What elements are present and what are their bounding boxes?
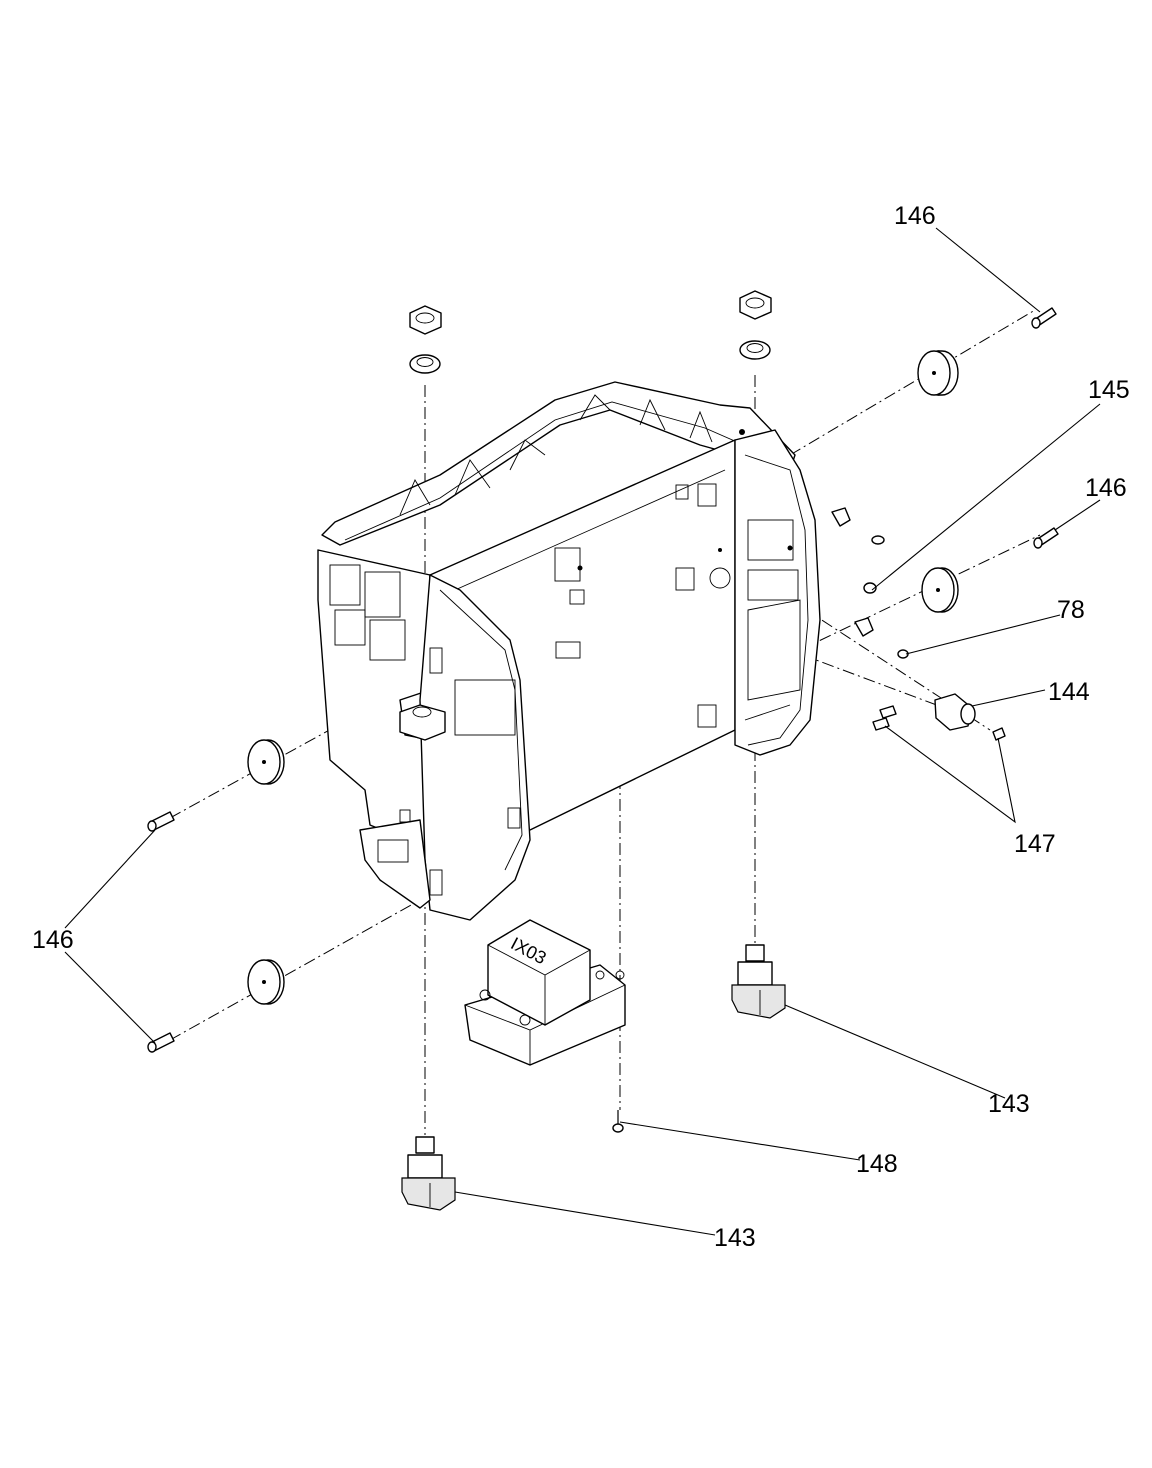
callout-143-left: 143 bbox=[714, 1224, 756, 1252]
rubber-disc-upper-left bbox=[247, 739, 285, 785]
washer-left bbox=[409, 354, 441, 374]
foot-143-left bbox=[401, 1136, 456, 1211]
foot-143-right bbox=[731, 944, 786, 1019]
washer-right bbox=[739, 340, 771, 360]
screw-145 bbox=[863, 582, 877, 594]
electronic-module: IX03 bbox=[464, 919, 626, 1066]
chassis-frame bbox=[317, 381, 874, 921]
cap-screw-mid-right bbox=[1033, 527, 1059, 549]
screw-right-upper bbox=[871, 535, 885, 545]
callout-146-left: 146 bbox=[32, 926, 74, 954]
cap-screw-upper-left bbox=[147, 811, 175, 832]
callout-145: 145 bbox=[1088, 376, 1130, 404]
rubber-disc-lower-left bbox=[247, 959, 285, 1005]
part-144-knob bbox=[934, 693, 976, 731]
rubber-disc-mid-right bbox=[921, 567, 959, 613]
hex-nut-left bbox=[409, 305, 442, 335]
callout-146-top-right: 146 bbox=[894, 202, 936, 230]
callout-labels: 146 145 146 78 144 147 146 143 148 143 bbox=[32, 202, 1130, 1252]
hex-nut-right bbox=[739, 290, 772, 320]
callout-146-mid-right: 146 bbox=[1085, 474, 1127, 502]
screw-148 bbox=[612, 1110, 624, 1133]
leader-lines bbox=[64, 227, 1101, 1236]
callout-147: 147 bbox=[1014, 830, 1056, 858]
callout-144: 144 bbox=[1048, 678, 1090, 706]
rubber-disc-top-right bbox=[917, 350, 959, 396]
callout-143-right: 143 bbox=[988, 1090, 1030, 1118]
callout-148: 148 bbox=[856, 1150, 898, 1178]
cap-screw-top-right bbox=[1031, 307, 1057, 329]
part-147-pins bbox=[872, 705, 1006, 741]
callout-78: 78 bbox=[1057, 596, 1085, 624]
cap-screw-lower-left bbox=[147, 1032, 175, 1053]
